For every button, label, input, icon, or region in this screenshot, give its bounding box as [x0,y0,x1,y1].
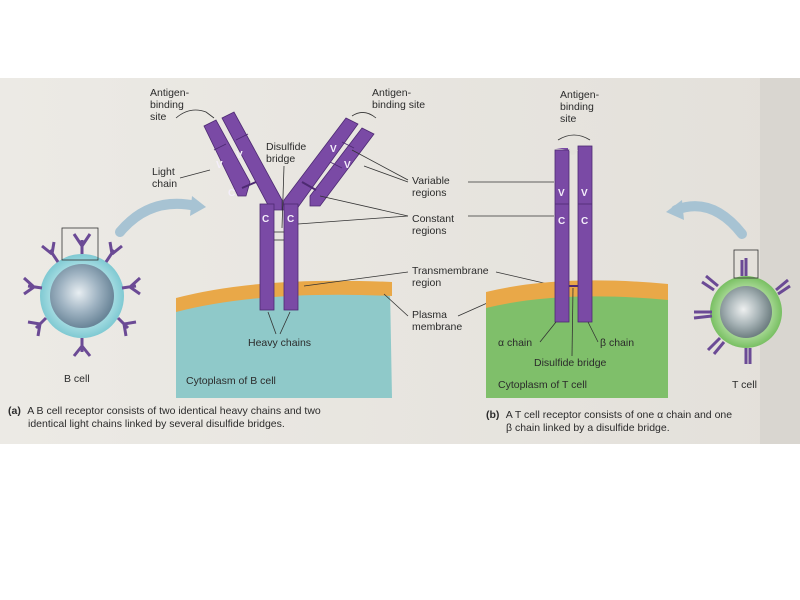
scan-background [0,78,800,444]
b-letter-v-4: V [344,160,351,171]
t-cell-zoom-arrow [671,201,747,239]
caption-a: (a) A B cell receptor consists of two id… [8,405,321,417]
t-letter-c-beta: C [581,216,588,227]
b-letter-v-1: V [216,160,223,171]
label-antigen-binding-site-right: Antigen- binding site [372,87,425,111]
b-letter-c-2: C [262,214,269,225]
leader-variable-1 [351,149,409,181]
t-cell-illustration [666,200,791,364]
leader-light-chain [179,169,211,179]
b-heavy-chain-stem-left [259,203,275,311]
b-light-chain-left [203,119,251,197]
b-letter-v-3: V [330,144,337,155]
t-alpha-chain-body [554,149,570,323]
label-b-cell: B cell [64,373,90,385]
leader-plasma-b [383,293,409,317]
b-cell-receptor: V V C V V C C [203,111,375,311]
label-antigen-binding-site-left: Antigen- binding site [150,87,192,123]
leader-disulfide-t [571,287,574,357]
label-light-chain: Light chain [152,166,178,190]
b-divider-3 [341,141,355,149]
leader-alpha [539,321,557,343]
t-cell-surface-receptors [693,258,791,364]
label-constant-regions: Constant regions [412,213,457,237]
b-letter-c-1: C [228,188,235,199]
label-beta-chain: β chain [600,337,634,349]
b-plasma-membrane [176,280,392,312]
leader-heavy-2 [279,311,291,335]
leader-constant-2 [297,215,409,225]
leader-beta [587,321,599,343]
t-beta-chain-body [577,145,593,323]
t-cell-receptor: V V C C [554,145,593,323]
b-disulfide-bridge-light-right [301,181,317,191]
leader-heavy-1 [267,311,277,335]
caption-b: (b) A T cell receptor consists of one α … [486,409,732,421]
label-alpha-chain: α chain [498,337,532,349]
leader-constant-1 [319,195,409,217]
b-cell-surface-receptors [22,233,142,357]
label-disulfide-bridge-t: Disulfide bridge [534,357,607,369]
label-variable-regions: Variable regions [412,175,453,199]
t-cell-cytoplasm [486,287,668,398]
b-heavy-chain-stem-right [283,203,299,311]
label-cytoplasm-b-cell: Cytoplasm of B cell [186,375,276,387]
b-divider-2 [235,133,249,141]
b-letter-c-3: C [287,214,294,225]
b-cell-zoom-arrow [115,198,201,237]
b-letter-v-2: V [236,150,243,161]
b-cell-illustration [22,196,206,357]
b-divider-4 [329,161,343,169]
b-disulfide-bridge-light-left [241,181,257,189]
t-antigen-notch [569,150,578,155]
bracket-antigen-right [351,112,377,119]
caption-a-line-2: identical light chains linked by several… [28,418,285,430]
label-disulfide-bridge-b: Disulfide bridge [266,141,309,165]
b-light-chain-right [309,127,375,207]
t-letter-v-beta: V [581,188,588,199]
leader-variable-2 [363,165,409,183]
bracket-antigen-t [557,134,591,141]
label-heavy-chains: Heavy chains [248,337,311,349]
leader-transmembrane-b [303,271,409,287]
leader-disulfide-b [281,165,285,229]
b-cell-cytoplasm [176,286,392,398]
b-cell-nucleus [50,264,114,328]
t-letter-c-alpha: C [558,216,565,227]
b-divider-1 [213,143,227,151]
t-cell-nucleus [720,286,772,338]
t-cell-zoom-box [733,249,759,279]
bracket-antigen-left [175,109,215,119]
caption-b-line-2: β chain linked by a disulfide bridge. [506,422,670,434]
t-plasma-membrane [486,280,668,308]
leader-transmembrane-t [495,271,549,285]
t-letter-v-alpha: V [558,188,565,199]
label-t-cell: T cell [732,379,757,391]
scan-edge [760,78,800,444]
b-cell-zoom-box [61,227,99,261]
label-plasma-membrane: Plasma membrane [412,309,462,333]
label-transmembrane-region: Transmembrane region [412,265,492,289]
label-cytoplasm-t-cell: Cytoplasm of T cell [498,379,587,391]
label-antigen-binding-site-t: Antigen- binding site [560,89,602,125]
